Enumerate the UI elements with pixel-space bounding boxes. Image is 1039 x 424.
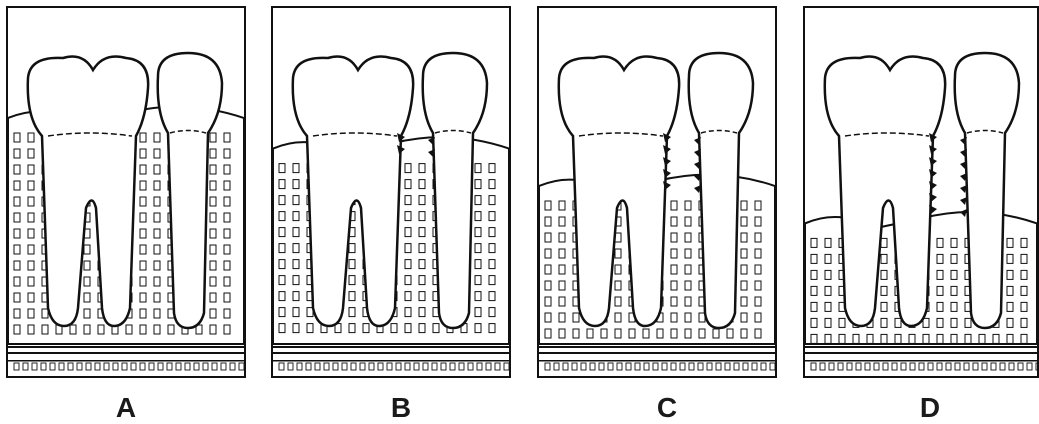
panel-c — [537, 6, 777, 378]
tooth-illustration-c — [539, 8, 775, 376]
tooth-illustration-d — [805, 8, 1037, 376]
tooth-illustration-a — [8, 8, 244, 376]
label-a: A — [96, 392, 156, 424]
panel-a — [6, 6, 246, 378]
tooth-illustration-b — [273, 8, 509, 376]
label-c: C — [637, 392, 697, 424]
label-b: B — [371, 392, 431, 424]
label-d: D — [900, 392, 960, 424]
panel-d — [803, 6, 1039, 378]
panel-b — [271, 6, 511, 378]
